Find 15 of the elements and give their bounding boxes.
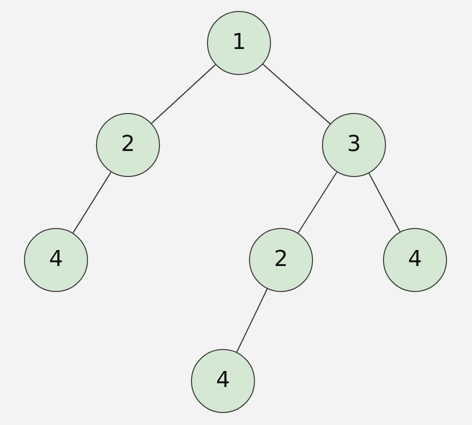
- tree-edge-line: [72, 172, 112, 234]
- node-value: 4: [216, 370, 230, 392]
- node-value: 4: [408, 249, 422, 271]
- tree-node-circle: [207, 11, 271, 75]
- tree-edge-line: [368, 173, 400, 232]
- node-value: 1: [232, 32, 246, 54]
- tree-node-circle: [96, 113, 160, 177]
- tree-edge-line: [236, 288, 268, 352]
- node-value: 2: [274, 249, 288, 271]
- tree-edge-line: [151, 64, 216, 124]
- node-value: 3: [347, 134, 361, 156]
- node-value: 4: [49, 249, 63, 271]
- tree-edge-line: [262, 64, 330, 124]
- node-value: 2: [121, 134, 135, 156]
- tree-edge-line: [298, 172, 338, 234]
